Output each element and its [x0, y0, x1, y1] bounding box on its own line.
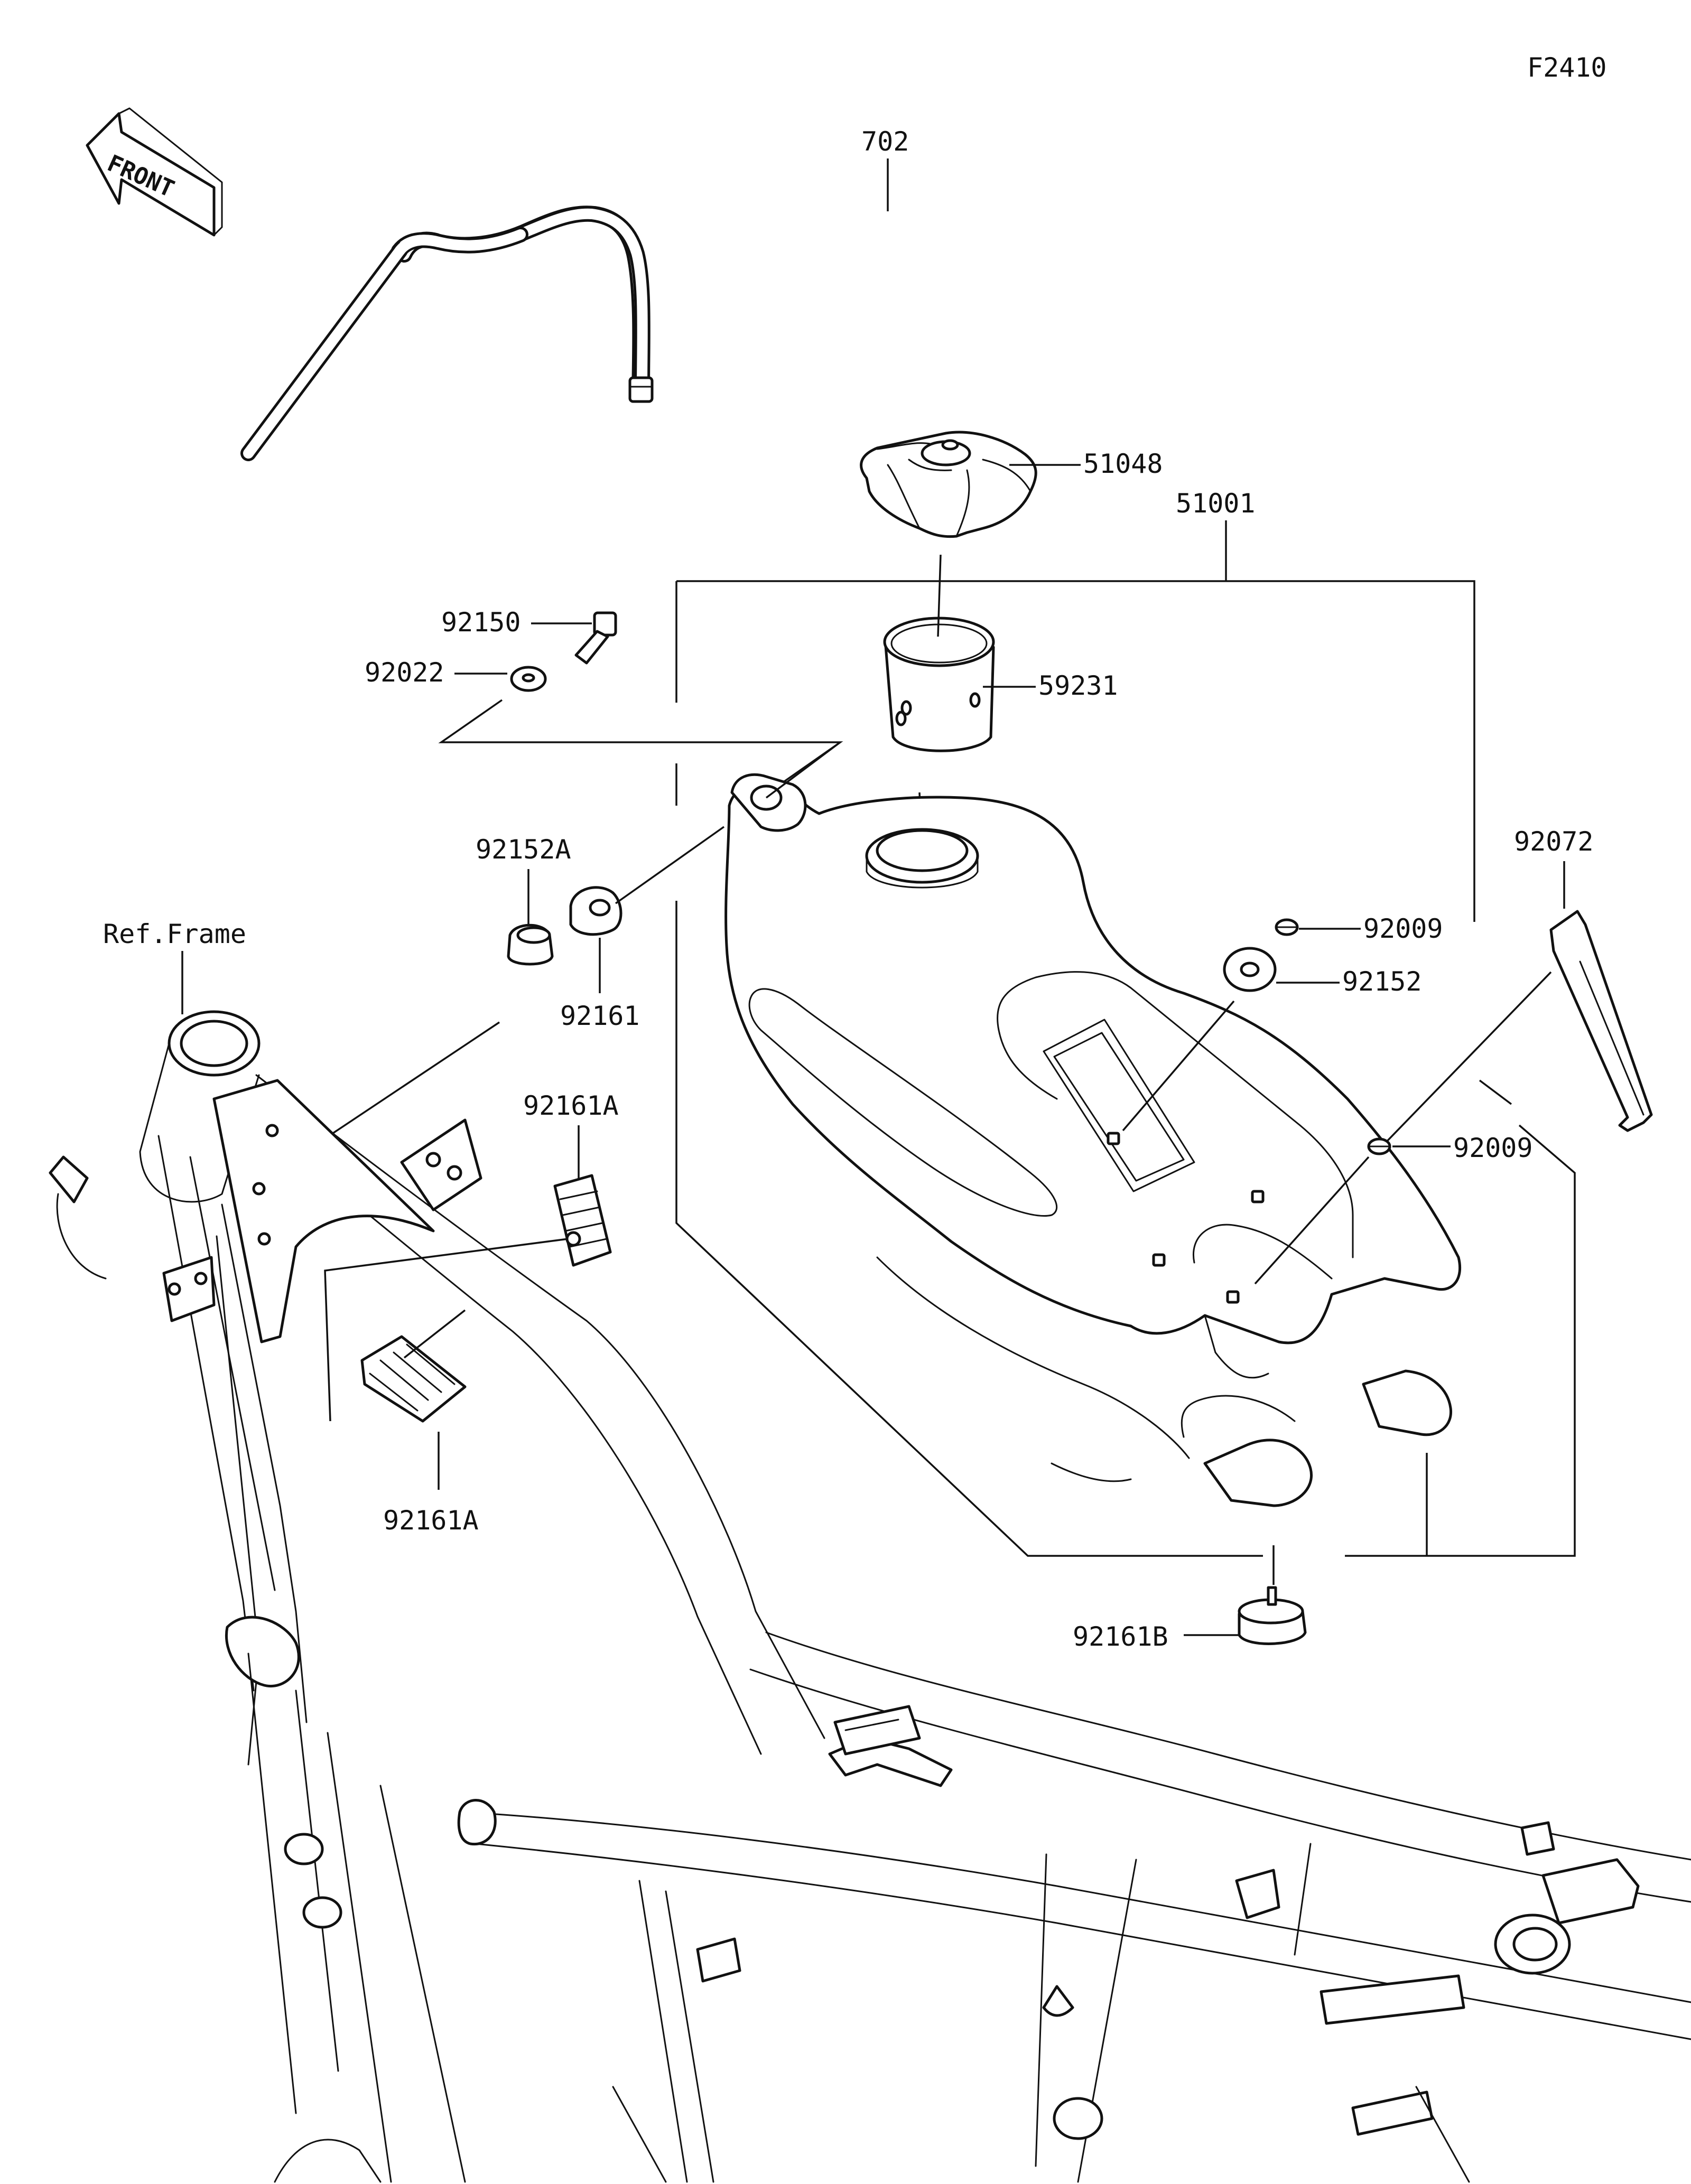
strap-92072 — [1549, 910, 1653, 1132]
label-92161B: 92161B — [1073, 1621, 1168, 1652]
screw-92009-top — [1275, 918, 1299, 936]
tube-702-geometry — [235, 240, 642, 394]
label-702: 702 — [861, 126, 909, 157]
tube-702-bend-inner — [395, 235, 444, 256]
tank-leader-front — [765, 741, 841, 799]
fuel-tank — [724, 773, 1462, 1507]
leader-92161A-bottom-diag — [403, 1309, 466, 1359]
leader-92161-diag — [615, 826, 725, 904]
label-92161A-top: 92161A — [523, 1090, 619, 1121]
leader-92072-diag — [1383, 971, 1552, 1145]
label-92161A-bottom: 92161A — [383, 1505, 479, 1536]
leader-92022-bracket — [438, 699, 843, 817]
label-92009-bottom: 92009 — [1453, 1133, 1533, 1163]
label-51001: 51001 — [1176, 488, 1256, 519]
tube-702-final — [391, 206, 651, 399]
tube-702-straight — [312, 256, 403, 417]
label-51048: 51048 — [1083, 449, 1163, 479]
assembly-box-left — [675, 901, 1263, 1557]
label-92072: 92072 — [1514, 826, 1594, 857]
assembly-box-right — [1345, 1124, 1576, 1557]
tube-702-leg-inner — [243, 245, 405, 459]
leader-59231-up — [937, 554, 942, 637]
motorcycle-frame — [49, 1010, 1691, 2183]
label-92152: 92152 — [1342, 966, 1422, 997]
tube-702-path — [218, 214, 642, 460]
fuel-cap-51048 — [860, 431, 1037, 538]
tube-702-leg — [402, 259, 631, 457]
front-arrow-icon: FRONT — [86, 107, 223, 237]
grommet-92161 — [569, 886, 622, 936]
assembly-box-top — [676, 580, 1475, 922]
damper-92161B — [1238, 1586, 1307, 1645]
bolt-92150 — [574, 611, 617, 665]
label-92150: 92150 — [441, 607, 521, 638]
screw-92009-bottom — [1367, 1137, 1391, 1155]
damper-92161A-top — [553, 1174, 612, 1267]
ref-frame-label: Ref.Frame — [103, 919, 246, 949]
tube-702-fitting — [628, 376, 654, 403]
washer-92022 — [510, 666, 547, 692]
label-92161: 92161 — [560, 1001, 640, 1031]
tube-702-diagonal — [238, 243, 631, 458]
leader-92009-diag — [1254, 1156, 1370, 1285]
label-92022: 92022 — [365, 657, 444, 688]
assembly-box-right-c — [1479, 1079, 1512, 1105]
label-59231: 59231 — [1038, 670, 1118, 701]
label-92152A: 92152A — [476, 834, 571, 865]
damper-92161A-bottom — [360, 1335, 467, 1423]
tube-702-strokes — [222, 214, 642, 458]
diagram-code: F2410 — [1527, 52, 1607, 83]
leader-92152-diag — [1122, 1000, 1235, 1132]
tube-702-left-leg — [404, 255, 631, 458]
label-92009-top: 92009 — [1363, 913, 1443, 944]
collar-92152A — [507, 923, 554, 966]
washer-92152 — [1223, 947, 1277, 992]
strainer-59231 — [883, 617, 995, 752]
